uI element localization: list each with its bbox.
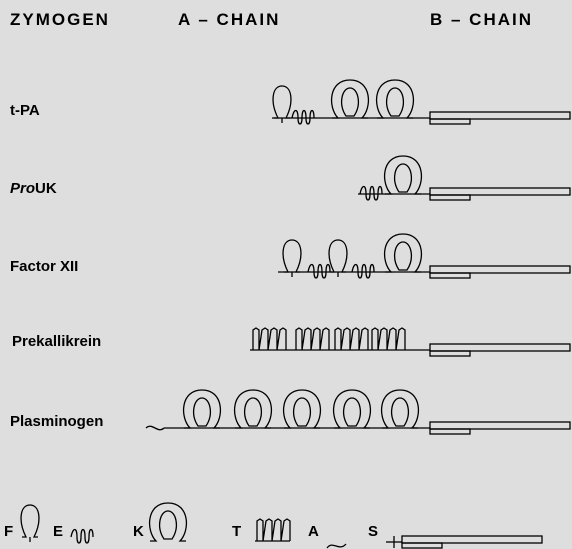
tpa-structure [272, 80, 570, 124]
factor-xii-structure [278, 234, 570, 278]
prouk-structure [358, 156, 570, 200]
legend-t-tandem-icon [255, 519, 290, 541]
legend-e-egf-icon [71, 530, 93, 544]
plasminogen-structure [146, 390, 570, 434]
legend-a-activation-icon [327, 544, 346, 548]
legend-f-finger-icon [21, 505, 39, 542]
legend-k-kringle-icon [150, 503, 187, 541]
prekallikrein-structure [250, 328, 570, 356]
legend-s-serine-protease-icon [386, 536, 542, 548]
